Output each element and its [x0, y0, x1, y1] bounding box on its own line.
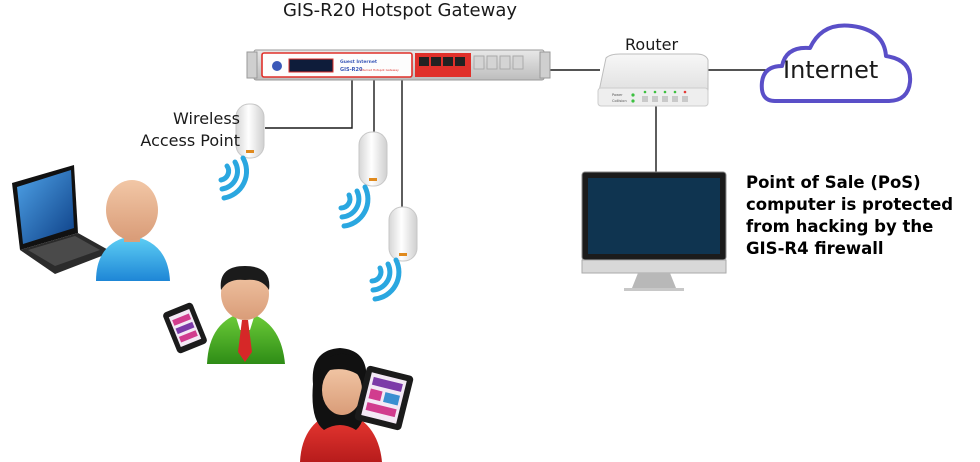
access-point-label-line1: Wireless — [173, 109, 240, 128]
laptop — [12, 165, 112, 274]
wifi-signal-icon — [338, 184, 371, 229]
tablet — [354, 365, 414, 431]
diagram-title: GIS-R20 Hotspot Gateway — [282, 0, 518, 21]
person-tablet-user — [300, 348, 414, 462]
cable-gateway-ap1 — [265, 80, 353, 129]
access-point-1 — [235, 103, 265, 159]
gateway-brand: Guest Internet — [340, 59, 378, 65]
pos-note-line4: GIS-R4 firewall — [746, 239, 884, 258]
wifi-signal-icon — [218, 155, 250, 201]
internet-label: Internet — [783, 56, 879, 84]
gateway-device: Guest Internet GIS-R20 Internet Hotspot … — [246, 49, 551, 81]
phone — [163, 302, 207, 354]
router-led-collision-label: Collision — [612, 99, 627, 103]
access-point-3 — [388, 206, 418, 262]
pos-computer — [581, 171, 727, 291]
person-phone-user — [163, 266, 285, 364]
wifi-signal-icon — [369, 257, 402, 302]
access-point-label-line2: Access Point — [140, 131, 240, 150]
router-device: Power Collision — [597, 53, 709, 107]
pos-security-note: Point of Sale (PoS) computer is protecte… — [746, 172, 980, 260]
gateway-model: GIS-R20 — [340, 67, 363, 73]
person-laptop-user — [96, 180, 170, 281]
pos-note-line1: Point of Sale (PoS) — [746, 173, 921, 192]
internet-cloud — [759, 23, 913, 103]
pos-note-line2: computer is protected — [746, 195, 954, 214]
gateway-subtitle: Internet Hotspot Gateway — [360, 68, 399, 72]
access-point-2 — [358, 131, 388, 187]
router-led-power-label: Power — [612, 93, 623, 97]
pos-note-line3: from hacking by the — [746, 217, 934, 236]
access-point-label: Wireless Access Point — [110, 108, 240, 152]
router-label: Router — [625, 35, 679, 54]
